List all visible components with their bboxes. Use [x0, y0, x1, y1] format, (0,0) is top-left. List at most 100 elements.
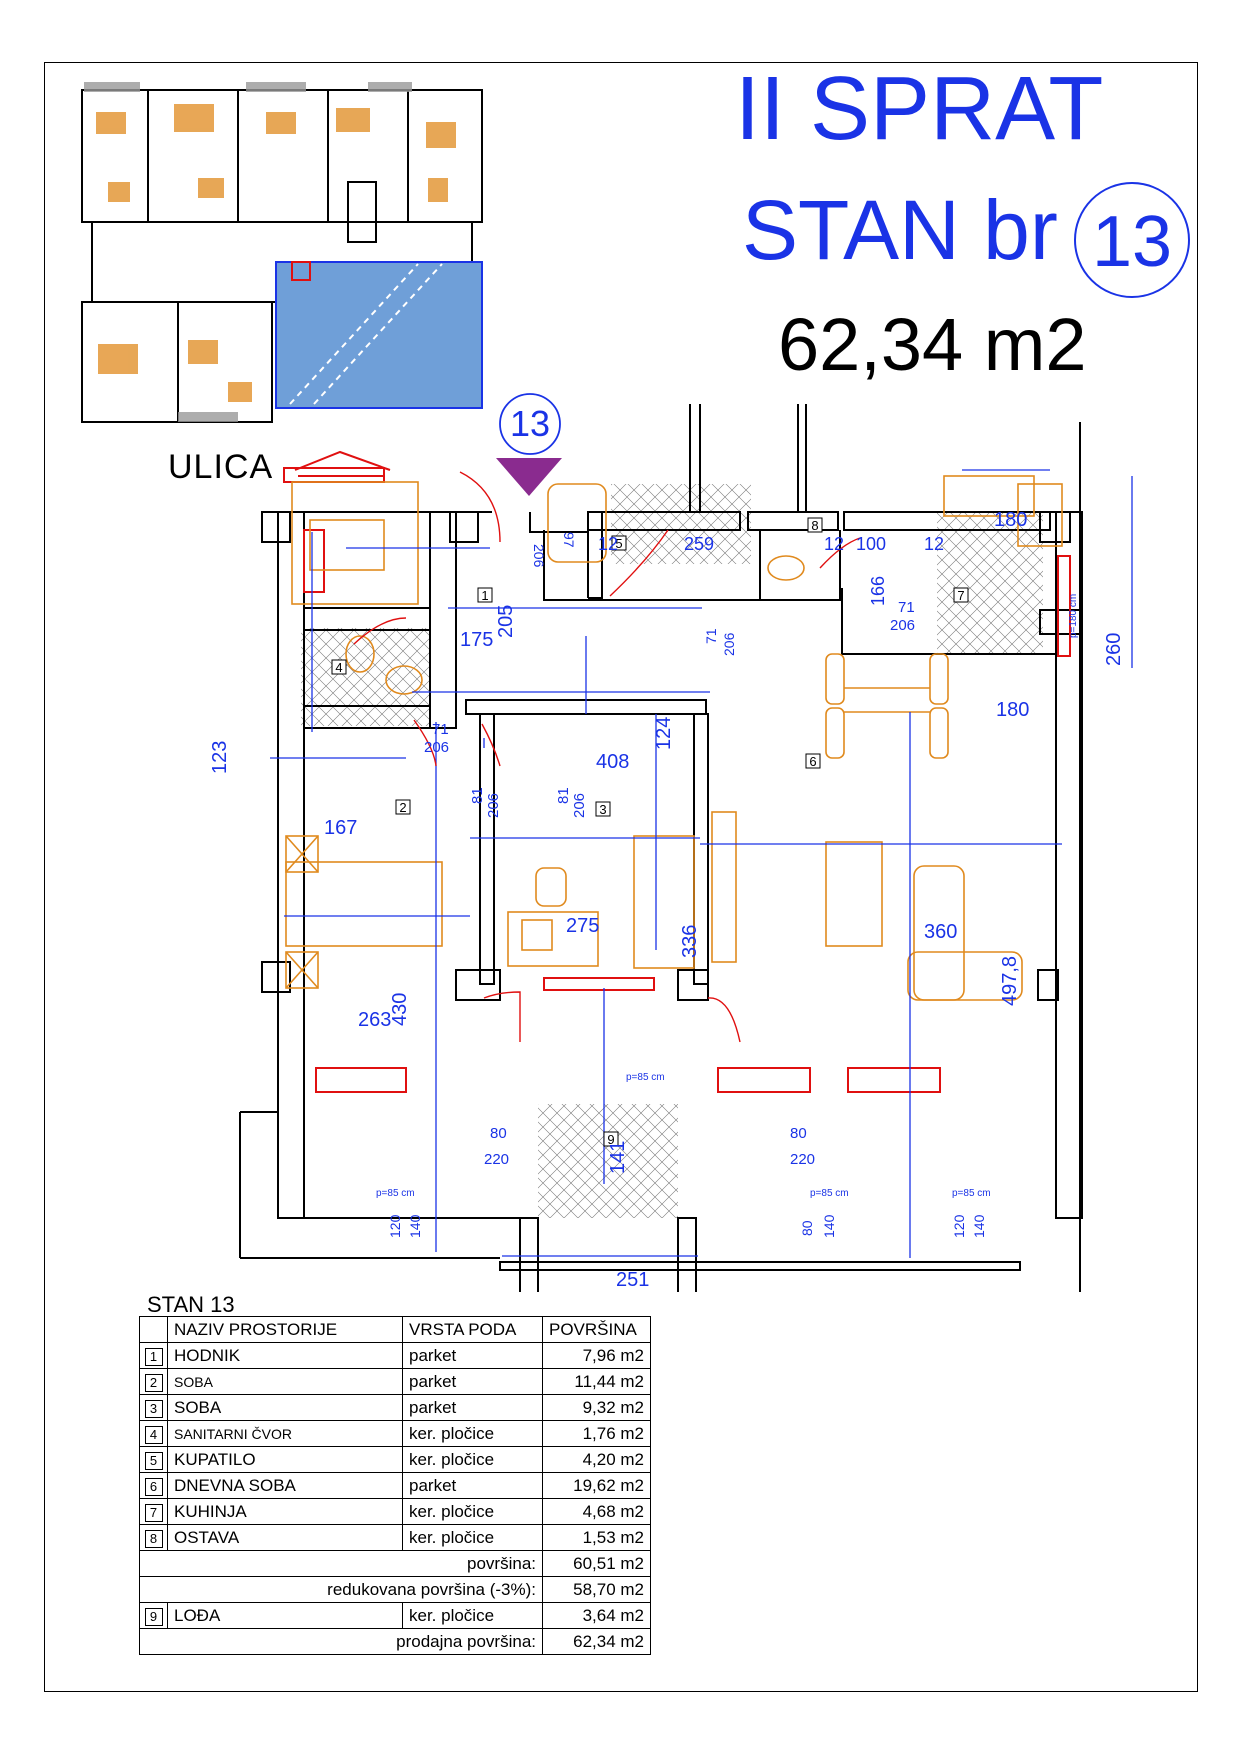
dim-141: 141: [607, 1141, 629, 1174]
floor-type: parket: [402, 1472, 543, 1499]
svg-text:4: 4: [335, 660, 342, 675]
dim-275: 275: [566, 915, 599, 937]
svg-text:3: 3: [599, 802, 606, 817]
windows: [283, 450, 1071, 1093]
table-header-row: NAZIV PROSTORIJE VRSTA PODA POVRŠINA: [139, 1316, 651, 1343]
row-number: 2: [144, 1373, 163, 1392]
dim-206-d: 206: [485, 793, 502, 818]
room-tag-2: 2: [395, 799, 411, 815]
unit-area: 62,34 m2: [778, 303, 1087, 386]
walls: [239, 404, 1083, 1292]
dim-360: 360: [924, 921, 957, 943]
floor-type: parket: [402, 1342, 543, 1369]
row-number: 4: [144, 1425, 163, 1444]
room-area: 11,44 m2: [542, 1368, 651, 1395]
table-row: 6 DNEVNA SOBA parket 19,62 m2: [139, 1472, 651, 1499]
dim-140-a: 140: [407, 1214, 423, 1238]
dim-12-a: 12: [598, 534, 618, 554]
dim-71-c: 71: [432, 721, 449, 738]
sale-area-value: 62,34 m2: [542, 1628, 651, 1655]
room-area: 3,64 m2: [542, 1602, 651, 1629]
entrance-marker: 13: [496, 393, 562, 496]
tile-area-loggia: [538, 1104, 678, 1218]
dim-80-a: 80: [490, 1125, 507, 1142]
room-area: 4,68 m2: [542, 1498, 651, 1525]
room-name: KUHINJA: [167, 1498, 403, 1525]
room-tag-9: 9: [603, 1131, 619, 1147]
dim-336: 336: [679, 925, 701, 958]
room-area: 7,96 m2: [542, 1342, 651, 1369]
room-tag-4: 4: [331, 659, 347, 675]
subtotal-row: površina: 60,51 m2: [139, 1550, 651, 1577]
dim-124: 124: [653, 717, 675, 750]
floor-type: ker. pločice: [402, 1524, 543, 1551]
table-row: 2 SOBA parket 11,44 m2: [139, 1368, 651, 1395]
row-number: 6: [144, 1477, 163, 1496]
svg-text:9: 9: [607, 1132, 614, 1147]
dim-206-entry: 206: [531, 544, 547, 568]
room-area: 9,32 m2: [542, 1394, 651, 1421]
dim-81-b: 81: [555, 787, 572, 804]
dim-497: 497,8: [999, 956, 1021, 1006]
dim-408: 408: [596, 751, 629, 773]
room-tags: 1 2 3 4 5 6 7 8 9: [331, 517, 969, 1147]
dim-220-a: 220: [484, 1151, 509, 1168]
note-p180: p=180 cm: [1068, 594, 1079, 638]
room-area: 1,76 m2: [542, 1420, 651, 1447]
dim-259: 259: [684, 534, 714, 554]
dim-80-b: 80: [790, 1125, 807, 1142]
door-swings: [353, 471, 861, 1043]
note-p85-b: p=85 cm: [810, 1188, 849, 1199]
table-row: 8 OSTAVA ker. pločice 1,53 m2: [139, 1524, 651, 1551]
reduced-value: 58,70 m2: [542, 1576, 651, 1603]
room-name: SOBA: [167, 1394, 403, 1421]
table-row: 7 KUHINJA ker. pločice 4,68 m2: [139, 1498, 651, 1525]
header-room-name: NAZIV PROSTORIJE: [167, 1316, 403, 1343]
plan-notes: p=180 cm p=85 cm p=85 cm p=85 cm p=85 cm: [376, 594, 1079, 1199]
header-floor-type: VRSTA PODA: [402, 1316, 543, 1343]
dim-71-a: 71: [898, 599, 915, 616]
unit-highlight: [275, 261, 483, 409]
note-p85-desk: p=85 cm: [626, 1072, 665, 1083]
row-number: 5: [144, 1451, 163, 1470]
page-frame: [44, 62, 1198, 1692]
room-name: OSTAVA: [167, 1524, 403, 1551]
loggia-row: 9 LOĐA ker. pločice 3,64 m2: [139, 1602, 651, 1629]
room-name: SOBA: [167, 1368, 403, 1395]
room-tag-8: 8: [807, 517, 823, 533]
sale-area-row: prodajna površina: 62,34 m2: [139, 1628, 651, 1655]
row-number: 9: [144, 1607, 163, 1626]
svg-text:2: 2: [399, 800, 406, 815]
dim-206-c: 206: [424, 739, 449, 756]
reduced-label: redukovana površina (-3%):: [139, 1576, 543, 1603]
room-name: HODNIK: [167, 1342, 403, 1369]
room-name: SANITARNI ČVOR: [167, 1420, 403, 1447]
row-number: 7: [144, 1503, 163, 1522]
room-tag-3: 3: [595, 801, 611, 817]
room-tag-5: 5: [611, 535, 627, 551]
dim-206-a: 206: [890, 617, 915, 634]
dim-251: 251: [616, 1269, 649, 1291]
dim-12-c: 12: [924, 534, 944, 554]
room-name: DNEVNA SOBA: [167, 1472, 403, 1499]
dim-180-top: 180: [994, 509, 1027, 531]
floor-title: II SPRAT: [735, 59, 1104, 159]
dim-260: 260: [1103, 633, 1125, 666]
dim-206-e: 206: [571, 793, 588, 818]
note-p85-c: p=85 cm: [952, 1188, 991, 1199]
table-row: 4 SANITARNI ČVOR ker. pločice 1,76 m2: [139, 1420, 651, 1447]
dim-175: 175: [460, 629, 493, 651]
dim-12-b: 12: [824, 534, 844, 554]
dim-205: 205: [495, 605, 517, 638]
dim-430: 430: [389, 993, 411, 1026]
furniture: [285, 475, 1063, 1001]
row-number: 3: [144, 1399, 163, 1418]
svg-text:8: 8: [811, 518, 818, 533]
floor-type: ker. pločice: [402, 1602, 543, 1629]
svg-text:1: 1: [481, 588, 488, 603]
reduced-row: redukovana površina (-3%): 58,70 m2: [139, 1576, 651, 1603]
dim-81-a: 81: [469, 787, 486, 804]
dim-120-a: 120: [387, 1214, 403, 1238]
dim-123: 123: [209, 741, 231, 774]
room-area: 19,62 m2: [542, 1472, 651, 1499]
